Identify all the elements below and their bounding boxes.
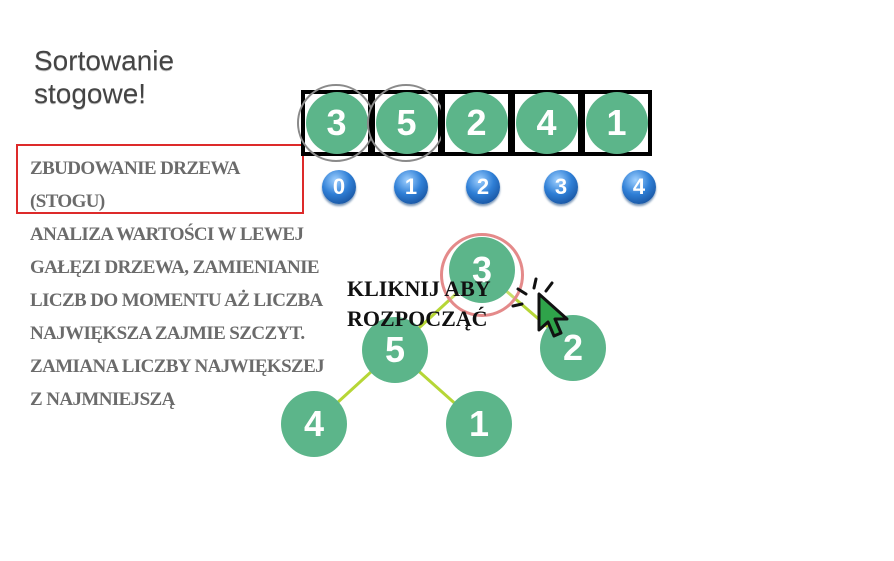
- step-line: Z NAJMNIEJSZĄ: [30, 389, 175, 410]
- index-badge: 3: [544, 170, 578, 204]
- array-cell: 3: [297, 84, 375, 162]
- index-badge: 1: [394, 170, 428, 204]
- step-line: ZBUDOWANIE DRZEWA: [30, 158, 241, 179]
- array-cells: 3 5 2 4 1: [297, 84, 652, 162]
- title-line-2: stogowe!: [34, 78, 147, 109]
- index-badge: 4: [622, 170, 656, 204]
- page-title: Sortowanie stogowe!: [34, 44, 174, 110]
- array-value: 5: [375, 92, 438, 154]
- index-badge: 2: [466, 170, 500, 204]
- array-value: 2: [445, 92, 508, 154]
- index-badge: 0: [322, 170, 356, 204]
- array-value: 1: [585, 92, 648, 154]
- array-cell: 5: [367, 84, 445, 162]
- array-cell: 4: [511, 90, 582, 156]
- step-line: (STOGU): [30, 191, 105, 212]
- tree-node-left: 5: [362, 317, 428, 383]
- tree-node-left-right: 1: [446, 391, 512, 457]
- step-line: LICZB DO MOMENTU AŻ LICZBA: [30, 290, 323, 311]
- array-cell: 2: [441, 90, 512, 156]
- step-line: GAŁĘZI DRZEWA, ZAMIENIANIE: [30, 257, 320, 278]
- pointer-cursor-icon: [511, 277, 569, 338]
- start-label-line-2: ROZPOCZĄĆ: [347, 306, 488, 331]
- tree-node-root: 3: [449, 237, 515, 303]
- start-label-line-1: KLIKNIJ ABY: [347, 276, 491, 301]
- steps-list: ZBUDOWANIE DRZEWA (STOGU) ANALIZA WARTOŚ…: [30, 152, 325, 416]
- array-value: 3: [305, 92, 368, 154]
- step-line: NAJWIĘKSZA ZAJMIE SZCZYT.: [30, 323, 305, 344]
- array-value: 4: [515, 92, 578, 154]
- title-line-1: Sortowanie: [34, 45, 175, 76]
- step-line: ZAMIANA LICZBY NAJWIĘKSZEJ: [30, 356, 325, 377]
- array-cell: 1: [581, 90, 652, 156]
- tree-node-left-left: 4: [281, 391, 347, 457]
- step-line: ANALIZA WARTOŚCI W LEWEJ: [30, 224, 304, 245]
- start-button[interactable]: KLIKNIJ ABY ROZPOCZĄĆ: [347, 274, 491, 334]
- current-step-highlight: [16, 144, 304, 214]
